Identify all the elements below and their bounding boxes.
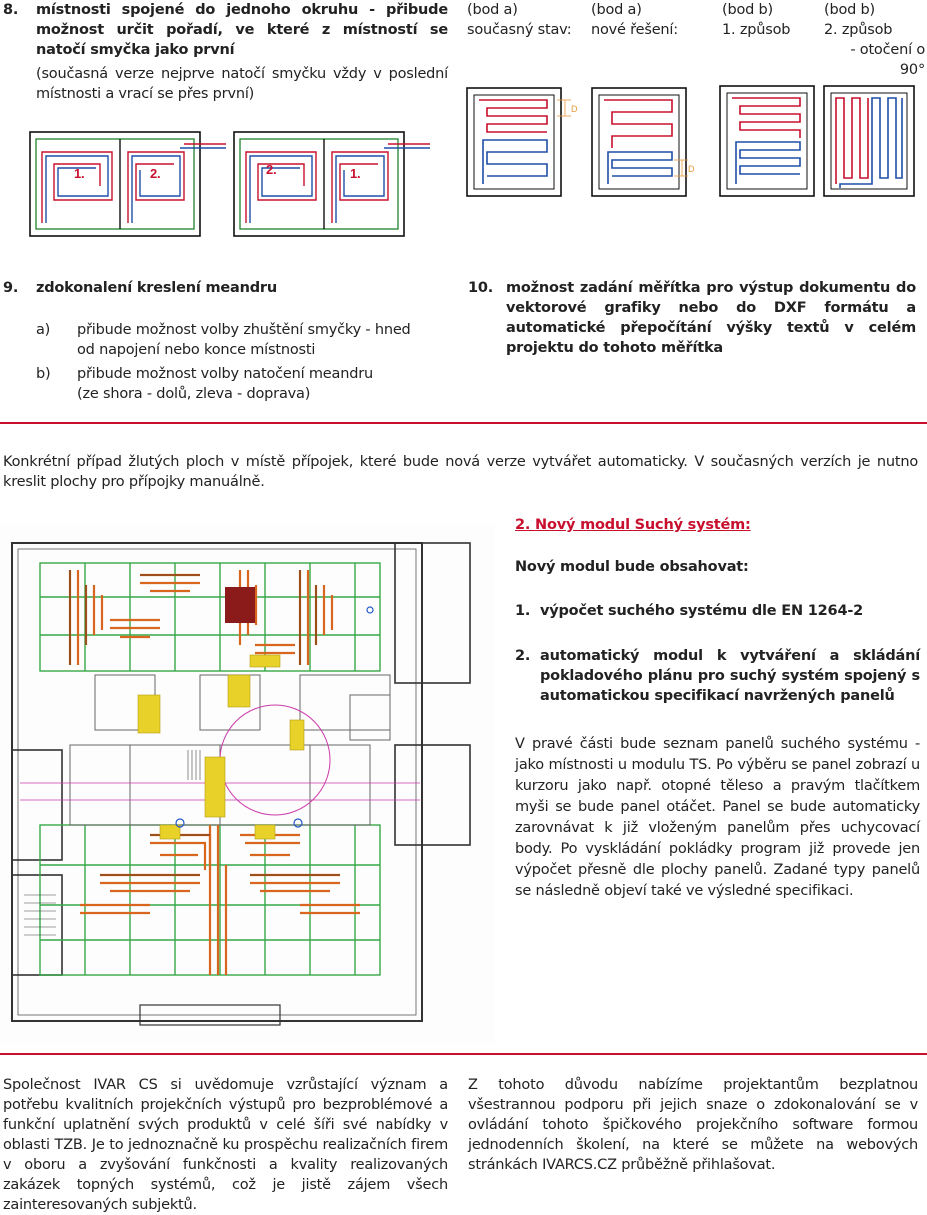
module-item-2-num: 2.: [515, 648, 531, 664]
caption-4: (bod b)2. způsob - otočení o 90°: [824, 2, 925, 78]
item9-option-a-text: přibude možnost volby zhuštění smyčky - …: [77, 322, 411, 358]
diagram2-label-a: 2.: [266, 162, 276, 177]
caption-3: (bod b)1. způsob: [722, 2, 791, 38]
item9-option-a-key: a): [36, 322, 51, 338]
caption-2: (bod a)nové řešení:: [591, 2, 678, 38]
item9-option-b-key: b): [36, 366, 51, 382]
diagram1-label-b: 2.: [150, 166, 160, 181]
meander-diagram-current: D: [466, 87, 578, 197]
diagram2-label-b: 1.: [350, 166, 360, 181]
item10-number: 10.: [468, 280, 494, 296]
caption-1: (bod a)současný stav:: [467, 2, 572, 38]
item8-note: (současná verze nejprve natočí smyčku vž…: [36, 66, 448, 102]
room-loop-diagram-2: 2. 1.: [233, 131, 430, 237]
item10-title: možnost zadání měřítka pro výstup dokume…: [506, 280, 916, 356]
item8-number: 8.: [3, 2, 19, 18]
dimension-label: D: [571, 104, 578, 114]
diagram1-label-a: 1.: [74, 166, 84, 181]
item9-number: 9.: [3, 280, 19, 296]
meander-diagram-new: D: [591, 87, 695, 197]
meander-diagram-way-2: [823, 85, 915, 197]
item8-title: místnosti spojené do jednoho okruhu - př…: [36, 2, 448, 58]
item9-title: zdokonalení kreslení meandru: [36, 280, 277, 296]
module-item-1-num: 1.: [515, 603, 531, 619]
module-paragraph: V pravé části bude seznam panelů suchého…: [515, 736, 920, 899]
item9-option-b-text: přibude možnost volby natočení meandru (…: [77, 366, 373, 402]
module-heading: 2. Nový modul Suchý systém:: [515, 517, 751, 533]
dimension-label-2: D: [688, 164, 695, 174]
floor-plan-drawing: [0, 525, 495, 1045]
room-loop-diagram-1: 1. 2.: [29, 131, 226, 237]
footer-right-paragraph: Z tohoto důvodu nabízíme projektantům be…: [468, 1077, 918, 1173]
section-divider-2: [0, 1053, 927, 1055]
footer-left-paragraph: Společnost IVAR CS si uvědomuje vzrůstaj…: [3, 1077, 448, 1213]
module-item-2-text: automatický modul k vytváření a skládání…: [540, 648, 920, 704]
section-divider-1: [0, 422, 927, 424]
module-subheading: Nový modul bude obsahovat:: [515, 559, 749, 575]
intro-paragraph: Konkrétní případ žlutých ploch v místě p…: [3, 454, 918, 490]
meander-diagram-way-1: [719, 85, 815, 197]
module-item-1-text: výpočet suchého systému dle EN 1264-2: [540, 603, 864, 619]
